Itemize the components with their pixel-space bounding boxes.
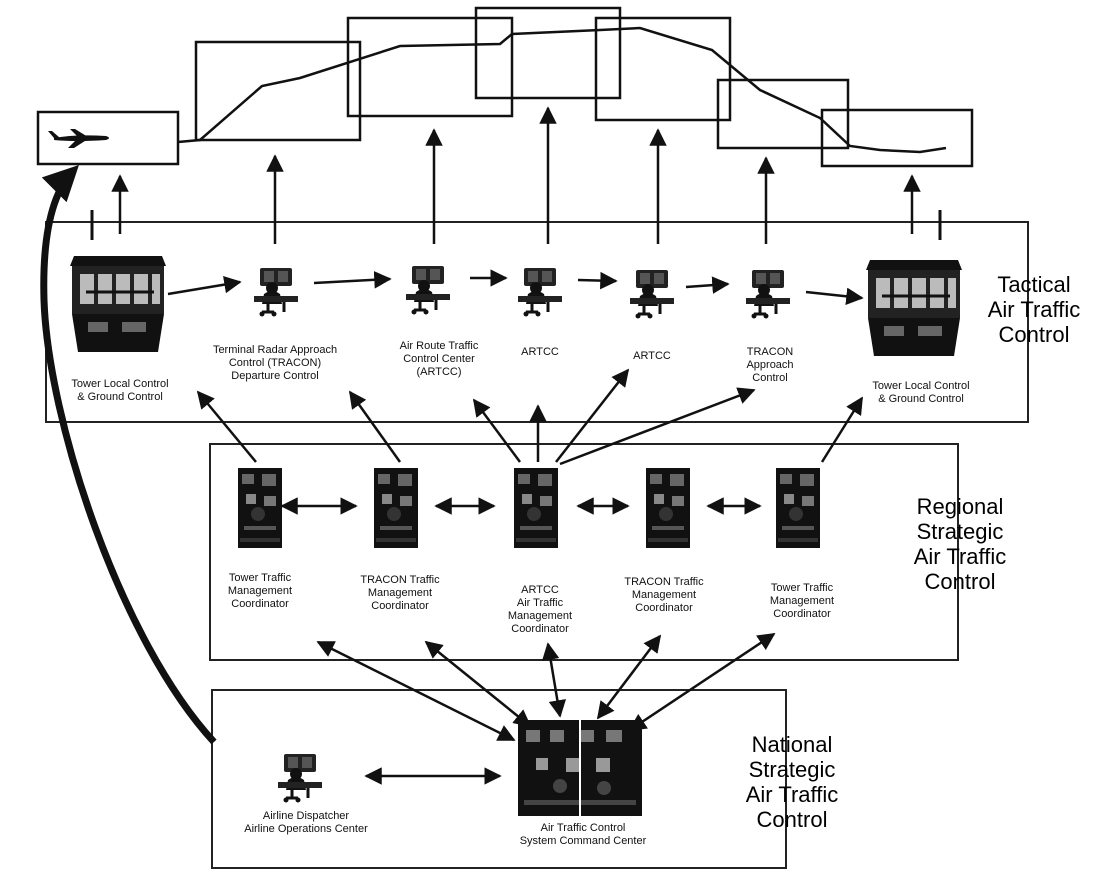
coordinator-console-icon (646, 468, 690, 548)
airline-dispatcher-label: Airline Dispatcher Airline Operations Ce… (244, 810, 368, 835)
artcc-main-label: Air Route Traffic Control Center (ARTCC) (399, 340, 479, 378)
controller-workstation-icon (744, 268, 792, 320)
control-tower-icon (68, 254, 168, 354)
artcc-3-label: ARTCC (633, 350, 671, 362)
controller-workstation-icon (404, 264, 452, 316)
flight-path-line (177, 26, 947, 154)
artcc-atmc-label: ARTCC Air Traffic Management Coordinator (507, 584, 573, 635)
profile-box-artcc-3 (594, 16, 732, 122)
tracon-departure-label: Terminal Radar Approach Control (TRACON)… (212, 344, 338, 382)
regional-tier-title: Regional Strategic Air Traffic Control (913, 494, 1007, 594)
tower-tmc-left-label: Tower Traffic Management Coordinator (227, 572, 293, 610)
command-center-label: Air Traffic Control System Command Cente… (519, 822, 647, 847)
national-regional-arrows (316, 632, 776, 785)
tracon-approach-label: TRACON Approach Control (746, 346, 794, 384)
regional-to-tactical-arrows (196, 368, 864, 466)
profile-box-artcc-main (346, 16, 514, 118)
controller-workstation-icon (252, 266, 300, 318)
tower-right-label: Tower Local Control & Ground Control (872, 380, 970, 405)
artcc-2-label: ARTCC (521, 346, 559, 358)
profile-box-artcc-2 (474, 6, 622, 100)
handoff-up-arrows (90, 106, 942, 244)
tower-left-label: Tower Local Control & Ground Control (71, 378, 169, 403)
tactical-handoff-arrows (167, 269, 864, 306)
controller-workstation-icon (516, 266, 564, 318)
profile-box-departure (194, 40, 362, 142)
tactical-tier-title: Tactical Air Traffic Control (987, 272, 1081, 347)
control-tower-icon (864, 258, 964, 358)
national-tier-title: National Strategic Air Traffic Control (745, 732, 839, 832)
coordinator-console-icon (374, 468, 418, 548)
airline-dispatcher-icon (276, 752, 324, 804)
tracon-tmc-left-label: TRACON Traffic Management Coordinator (360, 574, 440, 612)
aircraft-icon (48, 129, 109, 148)
regional-tier-frame (209, 443, 959, 661)
tracon-tmc-right-label: TRACON Traffic Management Coordinator (624, 576, 704, 614)
profile-box-tower-left (36, 110, 180, 166)
coordinator-console-icon (238, 468, 282, 548)
coordinator-console-icon (514, 468, 558, 548)
profile-box-approach (716, 78, 850, 150)
tower-tmc-right-label: Tower Traffic Management Coordinator (769, 582, 835, 620)
profile-box-tower-right (820, 108, 974, 168)
coordinator-console-icon (776, 468, 820, 548)
command-center-icon (518, 720, 642, 816)
controller-workstation-icon (628, 268, 676, 320)
direct-airline-link-arrow (40, 165, 217, 745)
flight-profile (36, 6, 974, 168)
